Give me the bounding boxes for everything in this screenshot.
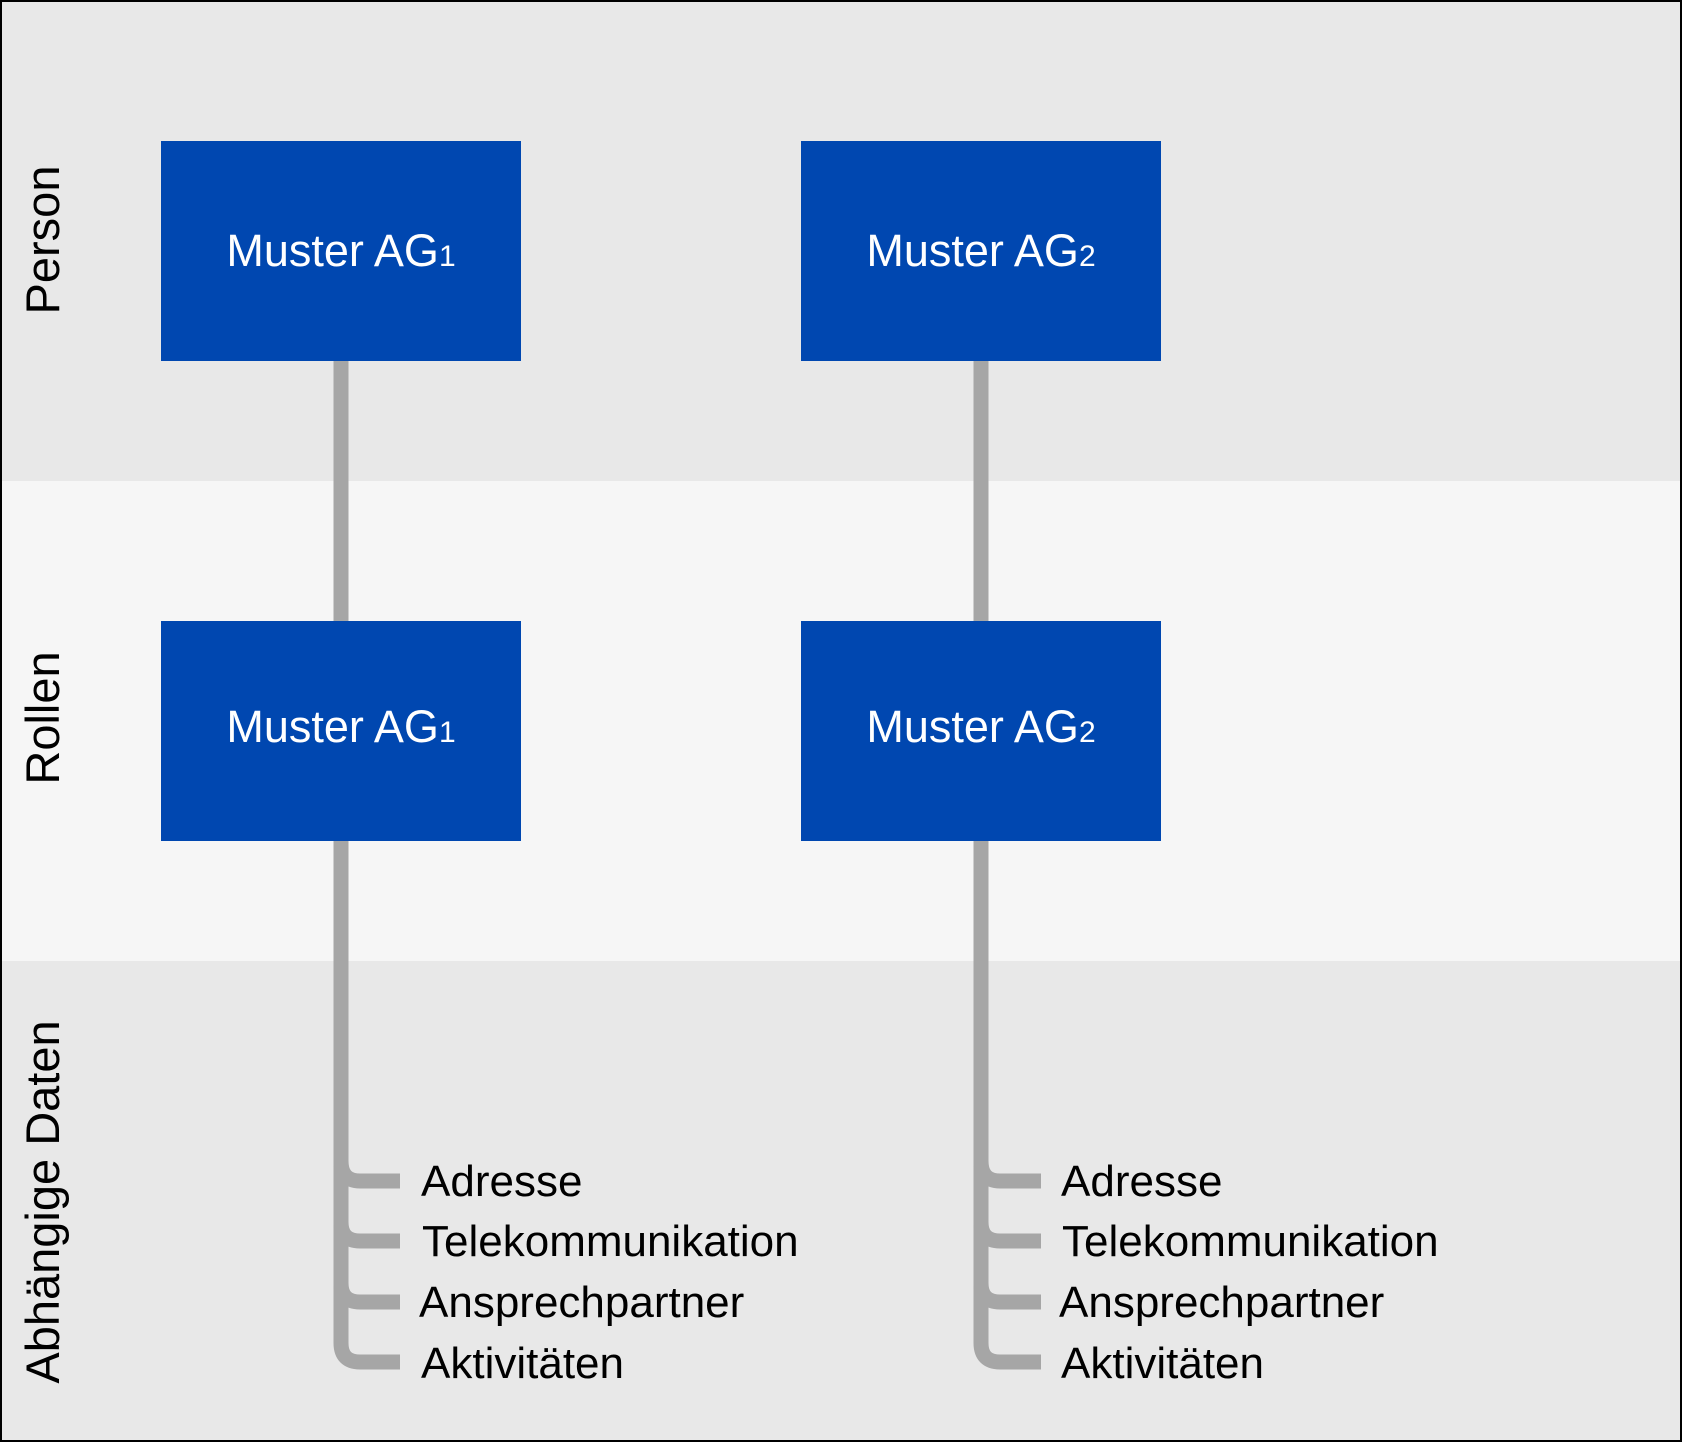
dependent-item-ansprechpartner[interactable]: Ansprechpartner bbox=[419, 1278, 744, 1327]
lane-label-dependents: Abhängige Daten bbox=[16, 1020, 69, 1383]
dependent-item-adresse[interactable]: Adresse bbox=[1061, 1157, 1222, 1206]
branch-connector bbox=[973, 1221, 1041, 1249]
person-box-1[interactable]: Muster AG1 bbox=[161, 141, 521, 361]
lane-label-person: Person bbox=[16, 166, 69, 315]
role-box-label: Muster AG2 bbox=[866, 701, 1095, 752]
role-box-name: Muster AG bbox=[226, 701, 439, 752]
connector-line bbox=[973, 360, 1041, 1370]
branch-connector bbox=[333, 1160, 400, 1189]
person-box-name: Muster AG bbox=[866, 225, 1079, 276]
person-box-name: Muster AG bbox=[226, 225, 439, 276]
branch-connector bbox=[973, 1160, 1041, 1189]
dependent-item-adresse[interactable]: Adresse bbox=[421, 1157, 582, 1206]
role-box-label: Muster AG1 bbox=[226, 701, 455, 752]
role-box-1[interactable]: Muster AG1 bbox=[161, 621, 521, 841]
person-box-label: Muster AG2 bbox=[866, 225, 1095, 276]
role-box-background bbox=[801, 621, 1161, 841]
person-box-background bbox=[801, 141, 1161, 361]
dependent-item-ansprechpartner[interactable]: Ansprechpartner bbox=[1059, 1278, 1384, 1327]
connector-line bbox=[333, 360, 400, 1370]
lane-dependents-background bbox=[0, 961, 1682, 1442]
branch-connector bbox=[973, 1282, 1041, 1310]
role-box-name: Muster AG bbox=[866, 701, 1079, 752]
lane-label-rollen: Rollen bbox=[16, 651, 69, 784]
branch-connector bbox=[333, 1282, 400, 1310]
dependent-item-aktivitaeten[interactable]: Aktivitäten bbox=[421, 1339, 624, 1388]
person-box-2[interactable]: Muster AG2 bbox=[801, 141, 1161, 361]
dependent-item-telekommunikation[interactable]: Telekommunikation bbox=[422, 1217, 799, 1266]
branch-connector bbox=[333, 1221, 400, 1249]
role-box-2[interactable]: Muster AG2 bbox=[801, 621, 1161, 841]
column-2: Muster AG2 Muster AG2 Adresse Telekommun… bbox=[801, 141, 1439, 1388]
person-box-index: 2 bbox=[1079, 240, 1096, 273]
person-box-label: Muster AG1 bbox=[226, 225, 455, 276]
role-box-index: 1 bbox=[439, 716, 456, 749]
dependent-item-aktivitaeten[interactable]: Aktivitäten bbox=[1061, 1339, 1264, 1388]
dependent-item-telekommunikation[interactable]: Telekommunikation bbox=[1062, 1217, 1439, 1266]
person-box-background bbox=[161, 141, 521, 361]
role-box-background bbox=[161, 621, 521, 841]
person-box-index: 1 bbox=[439, 240, 456, 273]
column-1: Muster AG1 Muster AG1 Adresse Telekommun… bbox=[161, 141, 799, 1388]
role-box-index: 2 bbox=[1079, 716, 1096, 749]
